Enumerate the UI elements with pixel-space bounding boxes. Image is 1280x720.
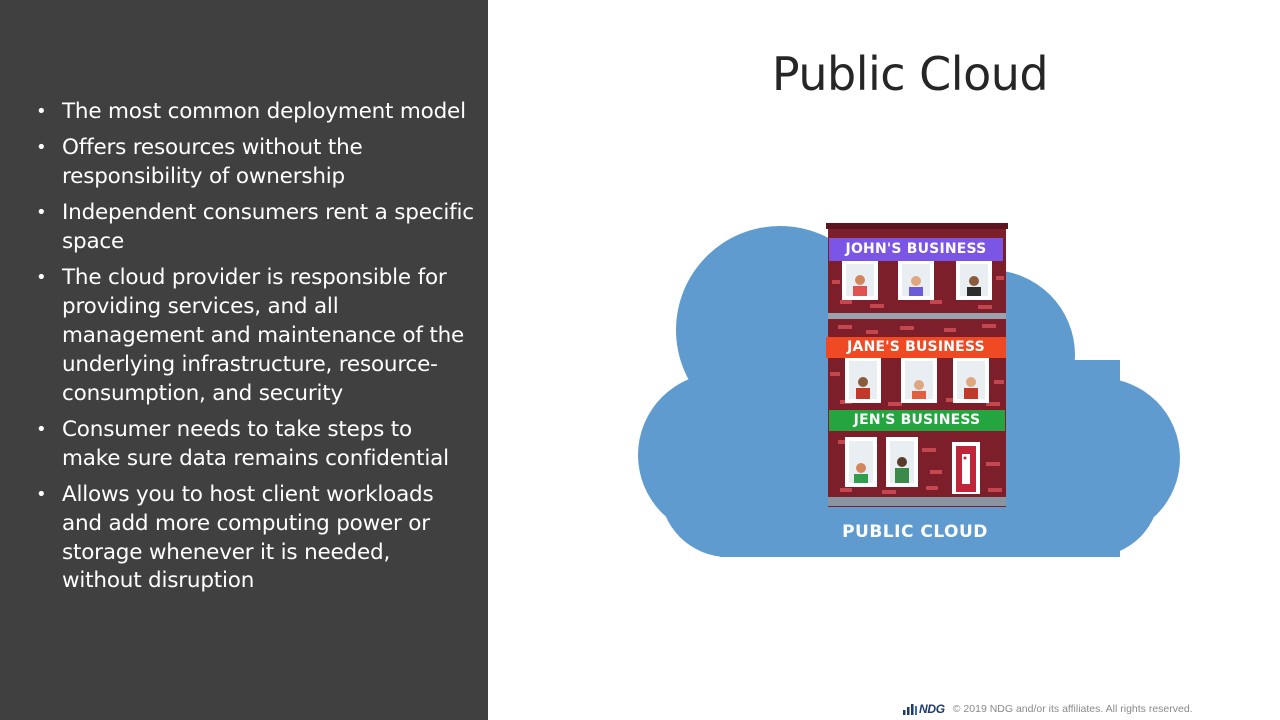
footer: NDG © 2019 NDG and/or its affiliates. Al… xyxy=(903,700,1193,718)
brick-pattern xyxy=(830,276,1004,494)
bullet-text: The cloud provider is responsible for pr… xyxy=(62,265,465,406)
bullet-icon: • xyxy=(36,267,47,289)
bullet-item: • Consumer needs to take steps to make su… xyxy=(36,416,476,474)
sign-janes-business: JANE'S BUSINESS xyxy=(826,337,1006,358)
cloud-shape xyxy=(638,226,1180,557)
bullet-text: Independent consumers rent a specific sp… xyxy=(62,200,474,255)
building-base xyxy=(828,497,1006,506)
floor-ledge xyxy=(828,313,1006,319)
windows-floor-1 xyxy=(842,260,992,300)
copyright-text: © 2019 NDG and/or its affiliates. All ri… xyxy=(952,703,1193,715)
bullet-icon: • xyxy=(36,202,47,224)
bullet-text: Allows you to host client workloads and … xyxy=(62,482,434,594)
windows-floor-3 xyxy=(845,437,980,494)
bullet-text: Offers resources without the responsibil… xyxy=(62,135,363,190)
sign-jens-business: JEN'S BUSINESS xyxy=(829,410,1005,431)
bullet-item: • The cloud provider is responsible for p… xyxy=(36,264,476,408)
bullet-icon: • xyxy=(36,101,47,122)
building-roof xyxy=(826,223,1008,229)
slide-title: Public Cloud xyxy=(771,47,1049,101)
ndg-logo-text: NDG xyxy=(919,702,945,716)
bullet-list: • The most common deployment model • Offer… xyxy=(36,98,476,604)
bullet-panel: • The most common deployment model • Offer… xyxy=(0,0,488,720)
bullet-icon: • xyxy=(36,484,47,506)
building-wall xyxy=(828,225,1006,507)
bullet-item: • Allows you to host client workloads and… xyxy=(36,481,476,596)
bullet-item: • Offers resources without the responsibi… xyxy=(36,134,476,192)
bullet-icon: • xyxy=(36,418,47,440)
cloud-label: PUBLIC CLOUD xyxy=(842,522,988,542)
bullet-item: • Independent consumers rent a specific s… xyxy=(36,199,476,257)
bars-icon xyxy=(903,704,917,715)
bullet-text: Consumer needs to take steps to make sur… xyxy=(62,416,449,471)
windows-floor-2 xyxy=(845,357,989,403)
door xyxy=(952,442,980,494)
sign-johns-business: JOHN'S BUSINESS xyxy=(829,238,1003,261)
bullet-text: The most common deployment model xyxy=(62,99,466,124)
ndg-logo: NDG xyxy=(903,702,945,716)
bullet-icon: • xyxy=(36,137,47,159)
building xyxy=(826,223,1008,507)
bullet-item: • The most common deployment model xyxy=(36,98,476,127)
